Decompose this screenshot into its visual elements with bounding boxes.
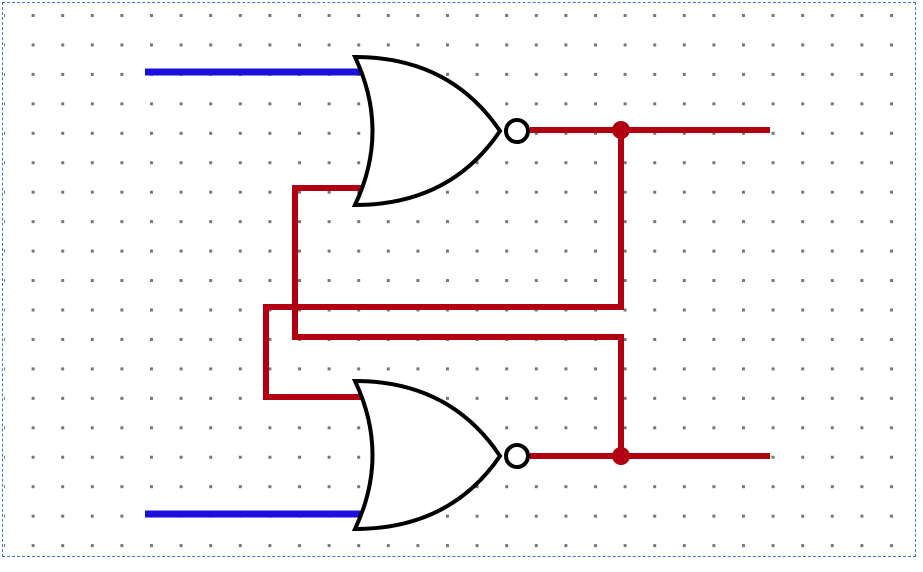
junction-dot-bottom bbox=[612, 447, 630, 465]
selection-border bbox=[2, 2, 916, 557]
inverter-bubble-icon bbox=[504, 443, 530, 469]
nor-gate-bottom[interactable] bbox=[351, 378, 530, 532]
junction-dot-top bbox=[612, 121, 630, 139]
nor-gate-top[interactable] bbox=[351, 54, 530, 208]
feedback-wire-bottom-to-top[interactable] bbox=[292, 185, 624, 456]
inverter-bubble-icon bbox=[504, 118, 530, 144]
feedback-wire-top-to-bottom[interactable] bbox=[263, 130, 624, 400]
